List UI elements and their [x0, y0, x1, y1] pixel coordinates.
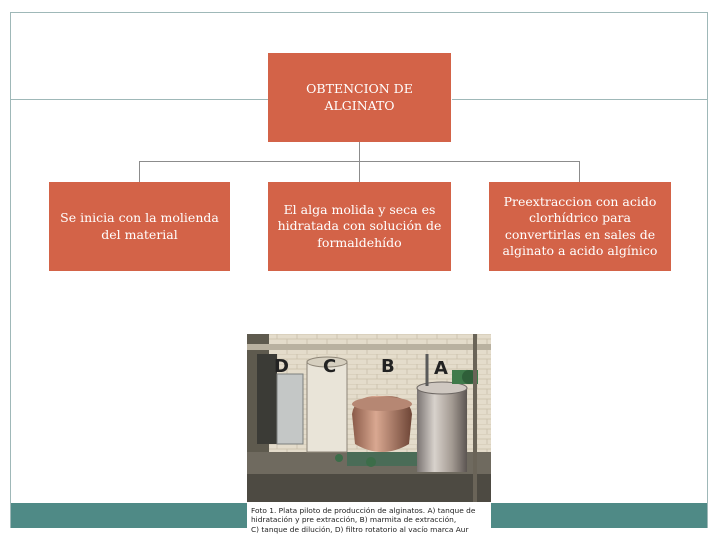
pilot-plant-illustration: [247, 334, 491, 502]
caption-line: hidratación y pre extracción, B) marmita…: [251, 515, 457, 525]
root-node-label: OBTENCION DE ALGINATO: [306, 81, 413, 113]
photo-label-d: D: [274, 356, 289, 377]
child-node-label: Se inicia con la molienda del material: [60, 210, 219, 242]
child-node-label: El alga molida y seca es hidratada con s…: [277, 201, 442, 250]
caption-line: C) tanque de dilución, D) filtro rotator…: [251, 524, 469, 534]
photo-label-a: A: [434, 358, 448, 379]
child-node-hidratacion: El alga molida y seca es hidratada con s…: [268, 182, 451, 271]
top-rule-right: [452, 99, 708, 100]
photo-label-b: B: [381, 356, 395, 377]
connector-middle: [359, 161, 360, 182]
caption-line: Foto 1. Plata piloto de producción de al…: [251, 506, 476, 515]
photo-caption: Foto 1. Plata piloto de producción de al…: [247, 502, 491, 540]
pilot-plant-photo: D C B A: [247, 334, 491, 502]
root-node: OBTENCION DE ALGINATO: [268, 53, 451, 142]
connector-right: [579, 161, 580, 182]
top-rule-left: [10, 99, 268, 100]
photo-label-c: C: [323, 356, 337, 377]
child-node-label: Preextraccion con acido clorhídrico para…: [502, 193, 658, 259]
connector-left: [139, 161, 140, 182]
connector-root-stem: [359, 142, 360, 162]
child-node-preextraccion: Preextraccion con acido clorhídrico para…: [489, 182, 671, 271]
child-node-molienda: Se inicia con la molienda del material: [49, 182, 230, 271]
